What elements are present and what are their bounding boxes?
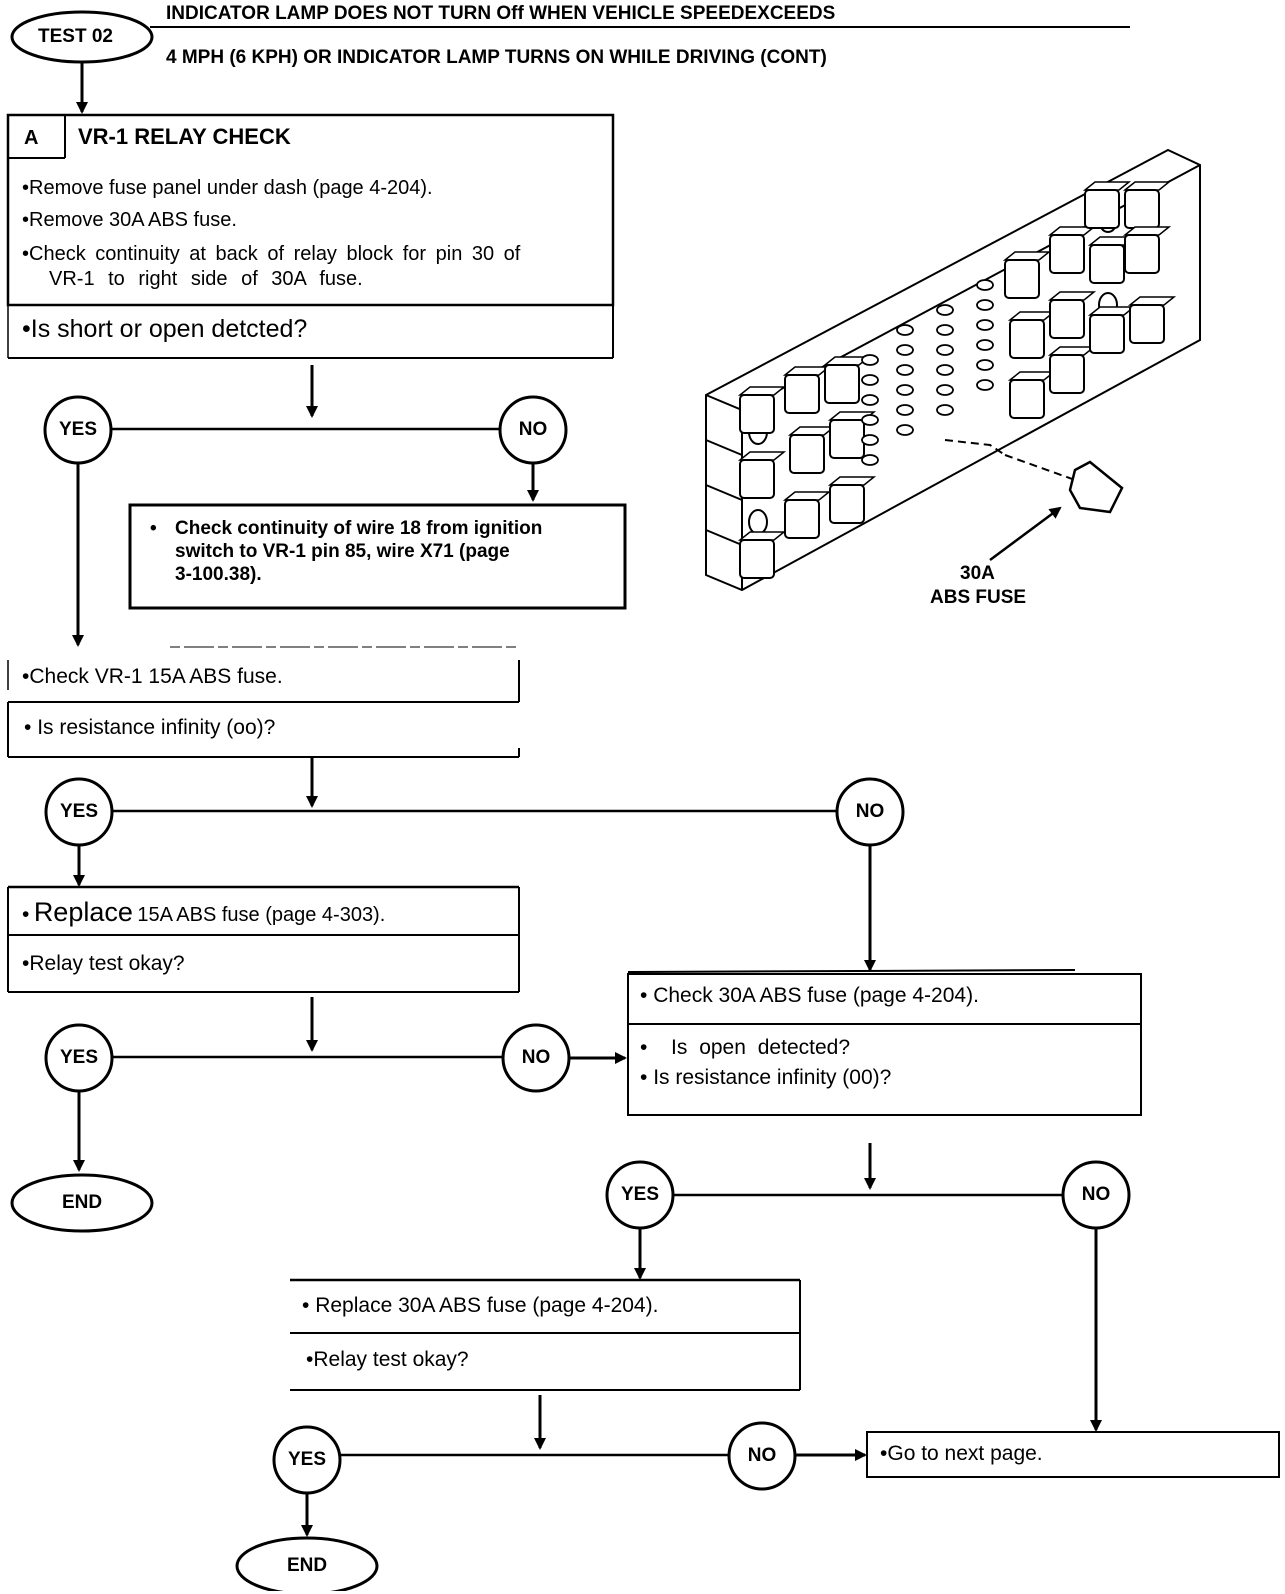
- mini-fuse: [896, 404, 914, 416]
- mini-fuse: [896, 384, 914, 396]
- mini-fuse: [936, 404, 954, 416]
- relay-cube: [1002, 251, 1052, 299]
- mini-fuse: [861, 414, 879, 426]
- step-a-bullet-3-cont: VR-1 to right side of 30A fuse.: [49, 268, 363, 290]
- step-title: VR-1 RELAY CHECK: [78, 124, 291, 149]
- box-next-page: [866, 1431, 1280, 1478]
- relay-cube: [1122, 181, 1172, 229]
- fuse-label-line2: ABS FUSE: [930, 587, 1027, 608]
- end-label: END: [61, 1192, 103, 1213]
- relay-cube: [1007, 371, 1057, 419]
- relay-cube: [1127, 296, 1177, 344]
- box-replace-30a-action: • Replace 30A ABS fuse (page 4-204).: [302, 1294, 659, 1317]
- fuse-label-line1: 30A: [960, 563, 995, 584]
- step-a-bullet-2: •Remove 30A ABS fuse.: [22, 209, 237, 231]
- end-oval: [10, 1173, 154, 1233]
- relay-cube: [737, 451, 787, 499]
- mini-fuse: [861, 434, 879, 446]
- box-replace-15a: [7, 885, 520, 993]
- yes-label: YES: [59, 1047, 99, 1068]
- relay-cube: [1082, 181, 1132, 229]
- note-line-3: 3-100.38).: [175, 564, 262, 585]
- no-label: NO: [521, 1047, 551, 1068]
- relay-cube: [1122, 226, 1172, 274]
- mini-fuse: [861, 394, 879, 406]
- mini-fuse: [976, 339, 994, 351]
- end-oval: [235, 1536, 379, 1591]
- mini-fuse: [976, 379, 994, 391]
- mini-fuse: [896, 344, 914, 356]
- yes-label: YES: [620, 1184, 660, 1205]
- relay-cube: [1007, 311, 1057, 359]
- mini-fuse: [861, 374, 879, 386]
- relay-cube: [782, 491, 832, 539]
- step-a-bullet-1: •Remove fuse panel under dash (page 4-20…: [22, 177, 433, 199]
- step-a-question: •Is short or open detcted?: [22, 315, 308, 343]
- mini-fuse: [976, 299, 994, 311]
- mini-fuse: [896, 424, 914, 436]
- box-15a-check: [7, 646, 520, 758]
- mini-fuse: [936, 364, 954, 376]
- no-label: NO: [1081, 1184, 1111, 1205]
- end-label: END: [286, 1555, 328, 1576]
- relay-cube: [737, 386, 787, 434]
- relay-cube: [1047, 226, 1097, 274]
- note-line-2: switch to VR-1 pin 85, wire X71 (page: [175, 541, 510, 562]
- mini-fuse: [861, 454, 879, 466]
- mini-fuse: [976, 359, 994, 371]
- note-bullet: •: [150, 518, 157, 539]
- yes-label: YES: [287, 1449, 327, 1470]
- step-a-box: [6, 113, 615, 359]
- box-15a-action: •Check VR-1 15A ABS fuse.: [22, 665, 283, 688]
- no-label: NO: [855, 801, 885, 822]
- mini-fuse: [976, 319, 994, 331]
- box-next-action: •Go to next page.: [880, 1442, 1043, 1465]
- fuse-pointer: [944, 439, 1124, 562]
- note-box: [128, 503, 627, 610]
- relay-cube: [1087, 306, 1137, 354]
- mini-fuse: [936, 384, 954, 396]
- header-title-line1: INDICATOR LAMP DOES NOT TURN Off WHEN VE…: [166, 3, 836, 24]
- test-label: TEST 02: [38, 26, 113, 47]
- mini-fuse: [936, 324, 954, 336]
- yes-label: YES: [59, 801, 99, 822]
- header-title-line2: 4 MPH (6 KPH) OR INDICATOR LAMP TURNS ON…: [166, 47, 827, 68]
- relay-cube: [827, 476, 877, 524]
- box-replace-30a: [290, 1278, 801, 1391]
- box-30a-question-2: • Is resistance infinity (00)?: [640, 1066, 892, 1089]
- box-replace-30a-question: •Relay test okay?: [306, 1348, 469, 1371]
- relay-cube: [1047, 291, 1097, 339]
- mini-fuse: [896, 364, 914, 376]
- yes-label: YES: [58, 419, 98, 440]
- mini-fuse: [936, 344, 954, 356]
- step-a-bullet-3: •Check continuity at back of relay block…: [22, 243, 521, 265]
- box-30a-action: • Check 30A ABS fuse (page 4-204).: [640, 984, 979, 1007]
- mini-fuse: [896, 324, 914, 336]
- box-15a-question: • Is resistance infinity (oo)?: [24, 716, 276, 739]
- relay-group: [737, 181, 1177, 579]
- mini-fuse: [976, 279, 994, 291]
- mini-fuse: [936, 304, 954, 316]
- fuse-group: [861, 279, 994, 466]
- step-letter: A: [24, 127, 39, 149]
- mini-fuse: [861, 354, 879, 366]
- box-replace-15a-action: • Replace 15A ABS fuse (page 4-303).: [22, 897, 386, 927]
- relay-cube: [782, 366, 832, 414]
- no-label: NO: [518, 419, 548, 440]
- no-label: NO: [747, 1445, 777, 1466]
- box-30a-question-1: • Is open detected?: [640, 1036, 850, 1059]
- box-30a-check: [627, 969, 1142, 1116]
- note-line-1: Check continuity of wire 18 from ignitio…: [175, 518, 543, 539]
- box-replace-15a-question: •Relay test okay?: [22, 952, 185, 975]
